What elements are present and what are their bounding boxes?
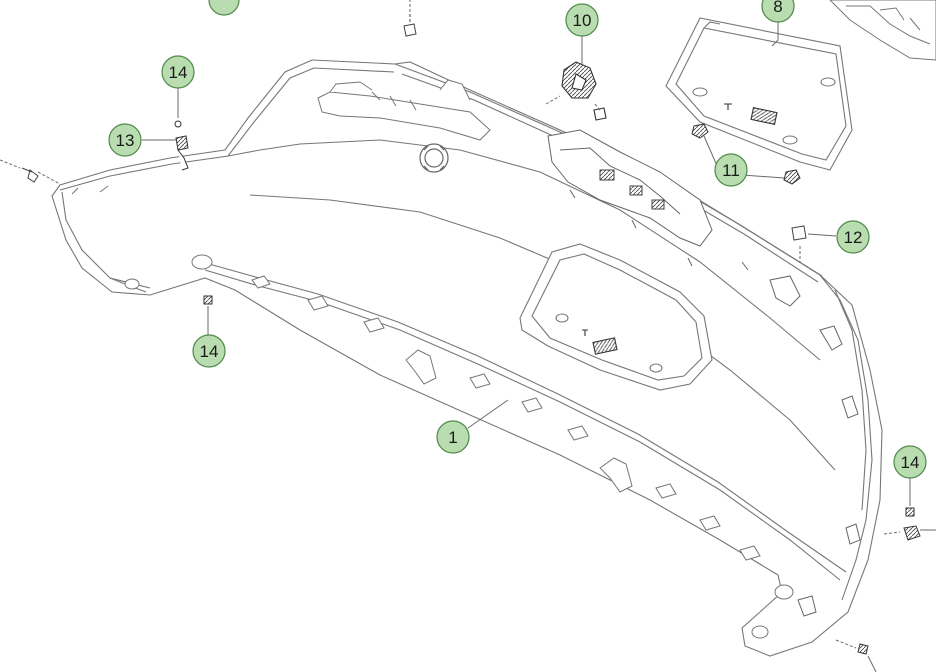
- svg-text:8: 8: [773, 0, 782, 16]
- svg-text:13: 13: [116, 131, 135, 150]
- callout-right-nuts: 11: [714, 153, 748, 187]
- svg-text:14: 14: [169, 63, 188, 82]
- callout-top-left-partial: 13: [208, 0, 240, 16]
- callout-upper-left: 14: [161, 55, 195, 89]
- rear-panel-reflector: [665, 17, 853, 171]
- lower-edge-tabs: [251, 275, 761, 561]
- sensor-clip: [561, 61, 607, 121]
- tow-hook-cover: [419, 143, 449, 173]
- callout-lower-left: 14: [192, 334, 226, 368]
- callout-bumper: 1: [436, 420, 470, 454]
- clip-right: [791, 225, 807, 241]
- screws: [203, 295, 921, 655]
- svg-text:12: 12: [844, 228, 863, 247]
- mounting-bosses: [71, 185, 794, 639]
- screw-left: [21, 167, 39, 183]
- right-corner-brackets: [769, 275, 861, 617]
- callout-center-top: 10: [565, 3, 599, 37]
- license-plate-recess: [519, 243, 713, 391]
- callout-top-right: 8: [761, 0, 795, 23]
- svg-text:14: 14: [200, 342, 219, 361]
- center-mount-bracket: [547, 129, 749, 271]
- bumper-outline: [51, 59, 883, 657]
- upper-bracket-rail: [317, 79, 491, 141]
- nuts: [691, 123, 801, 185]
- callout-lower-right: 14: [893, 445, 927, 479]
- clip-left: [174, 120, 189, 171]
- bumper-cover: [51, 59, 883, 657]
- right-upper-bracket-partial: [829, 0, 936, 61]
- screw-top-center: [403, 14, 417, 37]
- callout-right-clip: 12: [836, 220, 870, 254]
- svg-text:13: 13: [215, 0, 234, 3]
- svg-text:10: 10: [573, 11, 592, 30]
- svg-text:11: 11: [722, 161, 740, 180]
- svg-text:1: 1: [448, 428, 457, 447]
- callout-left: 13: [108, 123, 142, 157]
- svg-text:14: 14: [901, 453, 920, 472]
